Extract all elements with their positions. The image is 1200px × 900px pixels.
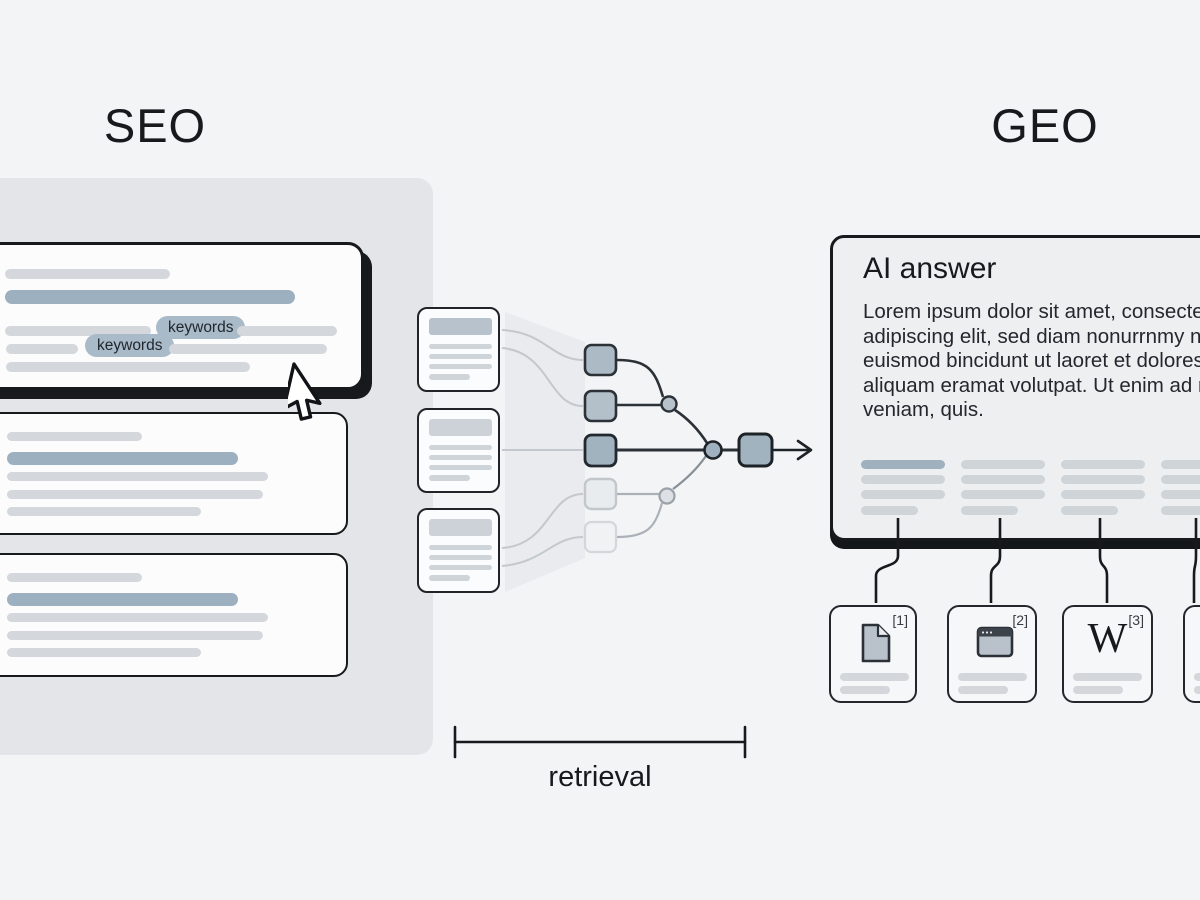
text-skeleton-bar	[958, 686, 1008, 694]
text-skeleton-bar	[429, 354, 492, 359]
source-card-2[interactable]: [2]	[947, 605, 1037, 703]
search-result-card-highlighted[interactable]: keywords keywords	[0, 242, 364, 390]
wikipedia-w-icon: W	[1087, 616, 1128, 662]
merge-node	[660, 395, 678, 413]
text-skeleton-bar	[1073, 686, 1123, 694]
ai-answer-title: AI answer	[863, 252, 997, 285]
text-skeleton-bar	[7, 648, 201, 657]
text-skeleton-bar	[840, 673, 909, 681]
text-skeleton-bar	[7, 432, 142, 441]
citation-bar	[1161, 506, 1200, 515]
search-result-card[interactable]	[0, 553, 348, 677]
chunk-node-faded	[583, 520, 618, 554]
text-skeleton-bar	[169, 344, 327, 354]
text-skeleton-bar	[1194, 686, 1200, 694]
citation-bar	[861, 490, 945, 499]
citation-bar	[1061, 460, 1145, 469]
text-skeleton-bar	[429, 344, 492, 349]
text-skeleton-bar	[429, 475, 470, 481]
text-skeleton-bar	[5, 326, 151, 336]
source-ref-badge: [2]	[1012, 612, 1028, 628]
browser-window-icon	[976, 626, 1014, 658]
chunk-node-faded	[583, 477, 618, 511]
citation-bar	[861, 506, 918, 515]
text-skeleton-bar	[237, 326, 337, 336]
citation-bar	[961, 475, 1045, 484]
merge-node-faded	[658, 487, 676, 505]
text-skeleton-bar	[7, 613, 268, 622]
mouse-cursor-icon	[288, 362, 322, 421]
text-skeleton-bar	[6, 362, 250, 372]
text-skeleton-bar	[5, 269, 170, 279]
citation-bar	[1161, 490, 1200, 499]
keyword-pill: keywords	[156, 316, 246, 339]
citation-bar	[961, 460, 1045, 469]
source-card-1[interactable]: [1]	[829, 605, 917, 703]
citation-bar	[961, 490, 1045, 499]
geo-title: GEO	[991, 99, 1099, 152]
text-skeleton-bar	[958, 673, 1027, 681]
source-card-3[interactable]: [3] W	[1062, 605, 1153, 703]
title-skeleton-bar	[7, 593, 238, 606]
source-card-4-clipped[interactable]	[1183, 605, 1200, 703]
retrieval-bracket	[453, 725, 747, 759]
ai-answer-body: Lorem ipsum dolor sit amet, consectetur …	[863, 300, 1200, 421]
citation-bar	[861, 460, 945, 469]
document-icon	[861, 623, 891, 663]
text-skeleton-bar	[7, 490, 263, 499]
output-arrow	[770, 439, 813, 461]
ai-answer-card: AI answer Lorem ipsum dolor sit amet, co…	[830, 235, 1200, 541]
text-skeleton-bar	[840, 686, 890, 694]
keyword-pill: keywords	[85, 334, 175, 357]
citation-bar	[1061, 490, 1145, 499]
text-skeleton-bar	[7, 472, 268, 481]
citation-bar	[861, 475, 945, 484]
search-result-card[interactable]	[0, 412, 348, 535]
citation-bar	[1061, 506, 1118, 515]
title-skeleton-bar	[5, 290, 295, 304]
chunk-node	[583, 389, 618, 423]
text-skeleton-bar	[6, 344, 78, 354]
text-skeleton-bar	[429, 555, 492, 560]
retrieved-document-card	[417, 408, 500, 493]
citation-bar	[1161, 460, 1200, 469]
text-skeleton-bar	[429, 364, 492, 369]
chunk-node	[583, 433, 618, 468]
text-skeleton-bar	[7, 507, 201, 516]
citation-bar	[1061, 475, 1145, 484]
citation-bar	[1161, 475, 1200, 484]
text-skeleton-bar	[429, 575, 470, 581]
text-skeleton-bar	[429, 374, 470, 380]
citation-bar	[961, 506, 1018, 515]
doc-header-block	[429, 318, 492, 335]
graph-edges	[616, 358, 740, 452]
text-skeleton-bar	[1194, 673, 1200, 681]
doc-header-block	[429, 519, 492, 536]
output-node	[737, 432, 774, 468]
source-ref-badge: [3]	[1128, 612, 1144, 628]
text-skeleton-bar	[429, 545, 492, 550]
title-skeleton-bar	[7, 452, 238, 465]
text-skeleton-bar	[429, 445, 492, 450]
text-skeleton-bar	[7, 631, 263, 640]
text-skeleton-bar	[429, 455, 492, 460]
source-ref-badge: [1]	[892, 612, 908, 628]
text-skeleton-bar	[429, 565, 492, 570]
chunk-node	[583, 343, 618, 377]
faded-edges	[616, 455, 707, 539]
text-skeleton-bar	[7, 573, 142, 582]
text-skeleton-bar	[429, 465, 492, 470]
retrieved-document-card	[417, 508, 500, 593]
seo-title: SEO	[103, 99, 207, 152]
fan-wedge	[505, 312, 585, 592]
retrieval-label: retrieval	[548, 761, 652, 793]
text-skeleton-bar	[1073, 673, 1142, 681]
merge-node-main	[703, 440, 723, 460]
retrieved-document-card	[417, 307, 500, 392]
doc-header-block	[429, 419, 492, 436]
fan-lines	[501, 329, 584, 567]
